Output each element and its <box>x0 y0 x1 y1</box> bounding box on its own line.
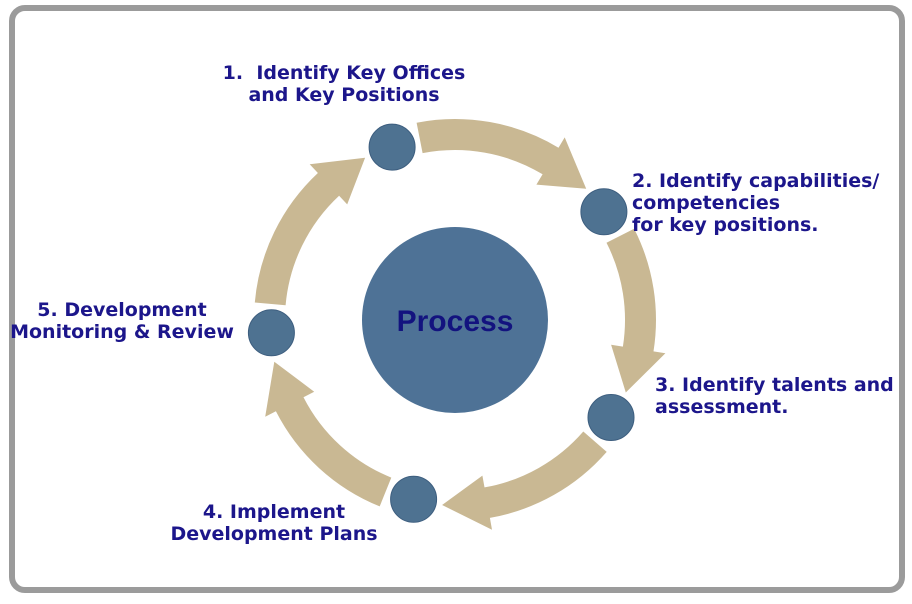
step-label-line: 5. Development <box>37 299 207 321</box>
step-label-3: 3. Identify talents and assessment. <box>655 374 894 418</box>
step-label-line: Development Plans <box>170 523 378 545</box>
cycle-node-5 <box>247 309 295 357</box>
cycle-arrow-1 <box>416 118 587 189</box>
step-label-4: 4. Implement Development Plans <box>170 501 377 545</box>
step-label-line: 2. Identify capabilities/ <box>632 170 880 192</box>
step-label-line: 4. Implement <box>202 501 346 523</box>
step-label-line: and Key Positions <box>248 84 440 106</box>
step-label-line: for key positions. <box>632 214 819 236</box>
step-label-line: competencies <box>632 192 781 214</box>
step-label-1: 1. Identify Key Offices and Key Position… <box>223 62 466 106</box>
cycle-node-4 <box>390 475 438 523</box>
step-label-2: 2. Identify capabilities/ competencies f… <box>632 170 879 236</box>
cycle-arrow-2 <box>606 228 666 393</box>
cycle-node-1 <box>368 123 416 171</box>
step-label-line: assessment. <box>655 396 789 418</box>
cycle-node-2 <box>580 188 628 236</box>
process-center-circle <box>362 227 548 413</box>
cycle-arrows-and-nodes <box>247 118 666 530</box>
cycle-arrow-4 <box>265 361 392 507</box>
step-label-line: Monitoring & Review <box>10 321 234 343</box>
cycle-node-3 <box>587 394 635 441</box>
cycle-arrow-3 <box>442 431 607 530</box>
step-label-5: 5. Development Monitoring & Review <box>10 299 234 343</box>
cycle-arrow-5 <box>254 157 366 306</box>
process-center-label: Process <box>397 305 514 338</box>
step-label-line: 1. Identify Key Offices <box>222 62 466 84</box>
step-label-line: 3. Identify talents and <box>655 374 894 396</box>
